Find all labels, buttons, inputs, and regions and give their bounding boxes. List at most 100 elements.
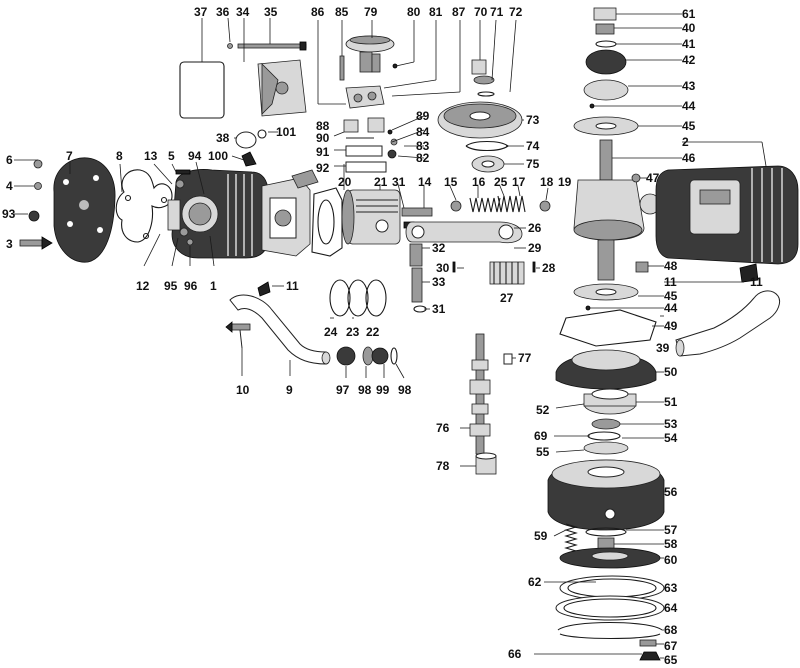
callout-37: 37	[194, 5, 208, 19]
callout-5: 5	[168, 149, 175, 163]
callout-86: 86	[311, 5, 325, 19]
callout-42: 42	[682, 53, 696, 67]
callout-17: 17	[512, 175, 526, 189]
callout-82: 82	[416, 151, 430, 165]
cylinder-barrel-gasket	[311, 187, 343, 257]
callout-61: 61	[682, 7, 696, 21]
callout-59: 59	[534, 529, 548, 543]
tappet-parts-82-92	[343, 117, 398, 173]
washers-44-45	[573, 283, 639, 311]
callout-94: 94	[188, 149, 202, 163]
callout-49: 49	[664, 319, 678, 333]
callout-73: 73	[526, 113, 540, 127]
callout-63: 63	[664, 581, 678, 595]
callout-91: 91	[316, 145, 330, 159]
callout-11c: 11	[750, 275, 763, 289]
callout-79: 79	[364, 5, 378, 19]
callout-11a: 11	[286, 279, 299, 293]
callout-98a: 98	[358, 383, 372, 397]
callout-50: 50	[664, 365, 678, 379]
callout-96: 96	[184, 279, 198, 293]
spring-59	[564, 523, 578, 552]
callout-38: 38	[216, 131, 230, 145]
callout-25: 25	[494, 175, 508, 189]
head-gasket	[115, 169, 173, 243]
cylinder-head-cover	[53, 157, 116, 263]
callout-3: 3	[6, 237, 13, 251]
cylinder-barrel-right	[655, 165, 799, 265]
intake-flange-block	[261, 169, 319, 257]
callout-57: 57	[664, 523, 678, 537]
callout-7: 7	[66, 149, 73, 163]
callout-66: 66	[508, 647, 522, 661]
callout-76: 76	[436, 421, 450, 435]
callout-47: 47	[646, 171, 660, 185]
callout-14: 14	[418, 175, 432, 189]
callout-24: 24	[324, 325, 338, 339]
callout-74: 74	[526, 139, 540, 153]
callout-48: 48	[664, 259, 678, 273]
circlip-68	[557, 622, 663, 640]
bearing-75	[471, 155, 505, 173]
callout-33: 33	[432, 275, 446, 289]
exhaust-pipe-right	[675, 290, 781, 357]
callout-45a: 45	[682, 119, 696, 133]
callout-31b: 31	[432, 302, 446, 316]
exhaust-nuts	[336, 346, 398, 366]
crankshaft	[573, 139, 661, 281]
valve-springs	[450, 195, 551, 213]
callout-92: 92	[316, 161, 330, 175]
crank-top-nuts-bearing	[573, 7, 639, 136]
rocker-cover	[257, 59, 307, 117]
callout-84: 84	[416, 125, 430, 139]
callout-71: 71	[490, 5, 504, 19]
callout-31a: 31	[392, 175, 406, 189]
large-gear-73	[437, 101, 523, 139]
rocker-cover-gasket	[179, 61, 225, 119]
callout-90: 90	[316, 131, 330, 145]
callout-65: 65	[664, 653, 678, 667]
rocker-arm-cam-assembly	[345, 35, 395, 109]
leader-lines	[14, 13, 767, 659]
callout-12: 12	[136, 279, 150, 293]
callout-80: 80	[407, 5, 421, 19]
flywheel-56	[547, 459, 665, 531]
callout-81: 81	[429, 5, 443, 19]
clutch-washers-53-55	[583, 418, 629, 455]
callout-43: 43	[682, 79, 696, 93]
callout-23: 23	[346, 325, 360, 339]
callout-26: 26	[528, 221, 542, 235]
callout-11b: 11	[664, 275, 677, 289]
callout-19: 19	[558, 175, 572, 189]
callout-2: 2	[682, 135, 689, 149]
connecting-rod	[405, 221, 523, 244]
callout-62: 62	[528, 575, 542, 589]
callout-20: 20	[338, 175, 352, 189]
callout-77: 77	[518, 351, 532, 365]
callout-70: 70	[474, 5, 488, 19]
callout-58: 58	[664, 537, 678, 551]
exhaust-pipe-left	[225, 294, 331, 365]
callout-36: 36	[216, 5, 230, 19]
callout-100: 100	[208, 149, 229, 163]
callout-93: 93	[2, 207, 16, 221]
callout-52: 52	[536, 403, 550, 417]
callout-4: 4	[6, 179, 13, 193]
small-washer-36	[227, 43, 233, 49]
callout-53: 53	[664, 417, 678, 431]
callout-27: 27	[500, 291, 514, 305]
callout-40: 40	[682, 21, 696, 35]
bearing-78	[475, 452, 497, 475]
callout-45b: 45	[664, 289, 678, 303]
callout-6: 6	[6, 153, 13, 167]
callout-99: 99	[376, 383, 390, 397]
piston	[341, 189, 401, 245]
small-bearings-70-72	[471, 59, 495, 97]
callout-35: 35	[264, 5, 278, 19]
callout-10: 10	[236, 383, 250, 397]
pin-77	[503, 353, 513, 365]
callout-32: 32	[432, 241, 446, 255]
callout-13: 13	[144, 149, 158, 163]
